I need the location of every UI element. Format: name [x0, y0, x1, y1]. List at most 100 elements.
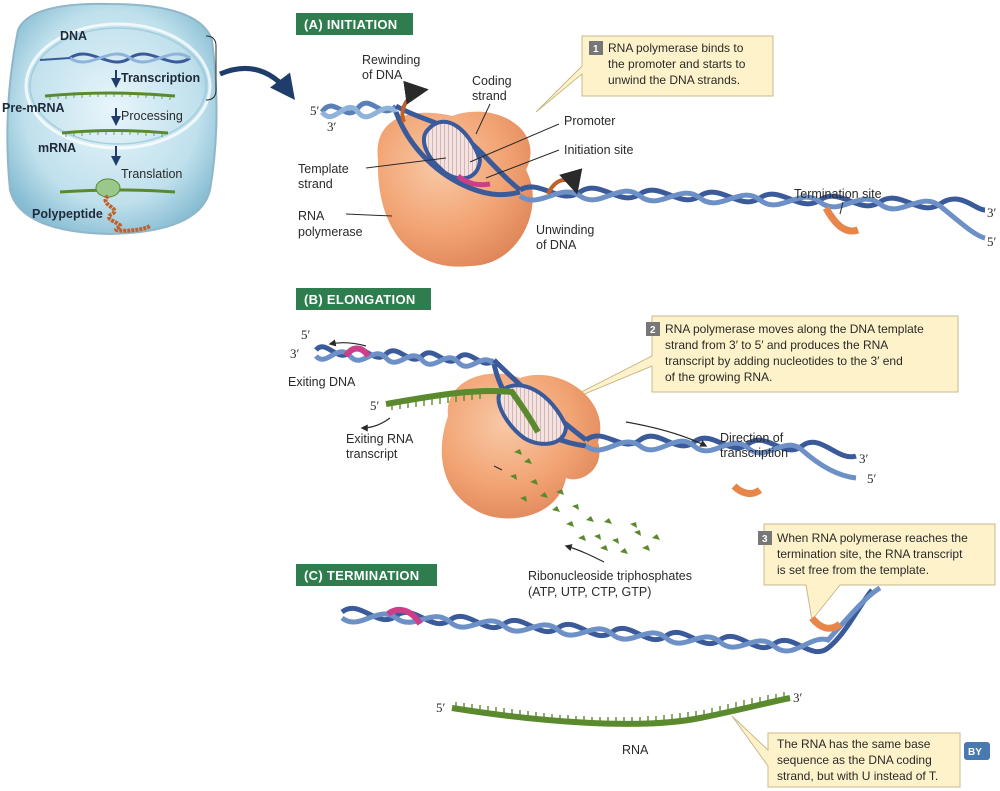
released-rna-bases: [455, 692, 785, 724]
ntp-label-1: Ribonucleoside triphosphates: [528, 569, 692, 583]
coding-strand-label-1: Coding: [472, 74, 512, 88]
initiation-5-prime-right: 5′: [987, 234, 997, 249]
ntp-leader: [493, 465, 503, 471]
exiting-rna-strand: [385, 387, 541, 434]
exiting-dna-label: Exiting DNA: [288, 375, 356, 389]
note-line-3: transcript by adding nucleotides to the …: [665, 354, 903, 368]
termination-dna-helix: [340, 585, 882, 655]
exiting-rna-label-2: transcript: [346, 447, 398, 461]
polypeptide-chain: [103, 194, 152, 233]
termination-promoter-region: [386, 606, 423, 626]
note-line-1: RNA polymerase moves along the DNA templ…: [665, 322, 924, 336]
section-termination: (C) TERMINATION 3 When RNA polymerase re…: [296, 523, 996, 788]
overview-rna-bases: [49, 93, 171, 137]
ntp-label-2: (ATP, UTP, CTP, GTP): [528, 585, 651, 599]
rna-polymerase-label-2: polymerase: [298, 225, 363, 239]
rewinding-label-2: of DNA: [362, 68, 403, 82]
rna-polymerase-label-1: RNA: [298, 209, 325, 223]
note-line-4: of the growing RNA.: [665, 370, 772, 384]
initiation-site-label: Initiation site: [564, 143, 634, 157]
rna-polymerase-blob: [441, 373, 601, 519]
released-rna-strand: [451, 695, 791, 727]
ribosome: [95, 178, 121, 198]
promoter-label: Promoter: [564, 114, 615, 128]
initiation-5-prime-left: 5′: [310, 103, 320, 118]
elongation-arrows: [328, 339, 708, 563]
transcription-bubble: [421, 119, 483, 181]
note-number: 2: [650, 325, 656, 336]
overview-dna: [39, 52, 191, 64]
direction-label-2: transcription: [720, 446, 788, 460]
template-strand-label-2: strand: [298, 177, 333, 191]
termination-site-region: [809, 615, 843, 632]
initiation-3-prime-right: 3′: [987, 205, 997, 220]
overview-panel: DNA Transcription Pre-mRNA Processing mR…: [2, 2, 218, 236]
rewinding-arrow: [400, 80, 429, 123]
initiation-note: 1 RNA polymerase binds to the promoter a…: [535, 35, 774, 113]
termination-note: 3 When RNA polymerase reaches the termin…: [758, 523, 996, 622]
rewinding-label-1: Rewinding: [362, 53, 420, 67]
rna-3-prime: 3′: [793, 690, 803, 705]
note-line-2: the promoter and starts to: [608, 57, 746, 71]
exiting-rna-label-1: Exiting RNA: [346, 432, 414, 446]
note-number: 1: [593, 44, 599, 55]
exiting-promoter-region: [343, 345, 371, 358]
initiation-header: [296, 13, 413, 35]
note-line-1: When RNA polymerase reaches the: [777, 531, 968, 545]
rna-5-prime: 5′: [436, 700, 446, 715]
elongation-5-prime-top: 5′: [301, 327, 311, 342]
section-initiation: (A) INITIATION 1 RNA polymerase binds to…: [296, 13, 997, 267]
termination-header-text: (C) TERMINATION: [304, 568, 419, 583]
note-line-1: RNA polymerase binds to: [608, 41, 744, 55]
final-note-line-2: sequence as the DNA coding: [777, 753, 932, 767]
elongation-termination-region: [731, 483, 763, 497]
unwinding-label-1: Unwinding: [536, 223, 594, 237]
elongation-header-text: (B) ELONGATION: [304, 292, 416, 307]
template-strand-label-1: Template: [298, 162, 349, 176]
initiation-leaders: [345, 103, 844, 217]
elongation-note: 2 RNA polymerase moves along the DNA tem…: [545, 315, 959, 411]
overview-mrna-label: mRNA: [38, 141, 76, 155]
direction-label-1: Direction of: [720, 431, 784, 445]
note-number: 3: [762, 534, 768, 545]
final-note: The RNA has the same base sequence as th…: [731, 715, 961, 788]
final-note-line-1: The RNA has the same base: [777, 737, 931, 751]
note-number-badge: [758, 531, 772, 545]
note-line-2: strand from 3′ to 5′ and produces the RN…: [665, 338, 888, 352]
nucleus-outline: [24, 22, 212, 150]
note-line-2: termination site, the RNA transcript: [777, 547, 963, 561]
termination-region: [822, 206, 860, 235]
initiation-header-text: (A) INITIATION: [304, 17, 398, 32]
overview-to-initiation-arrow: [219, 65, 296, 100]
note-number-badge: [646, 322, 660, 336]
overview-translation-label: Translation: [121, 167, 182, 181]
unwinding-label-2: of DNA: [536, 238, 577, 252]
overview-dna-label: DNA: [60, 29, 87, 43]
note-number-badge: [589, 41, 603, 55]
coding-strand-label-2: strand: [472, 89, 507, 103]
elongation-5-prime-rna: 5′: [370, 398, 380, 413]
elongation-header: [296, 288, 431, 310]
final-note-line-3: strand, but with U instead of T.: [777, 769, 938, 783]
exiting-rna-bases: [391, 393, 481, 410]
elongation-5-prime-right: 5′: [867, 471, 877, 486]
section-elongation: (B) ELONGATION 2 RNA polymerase moves al…: [288, 288, 959, 599]
elongation-3-prime-right: 3′: [859, 451, 869, 466]
badge-text: BY: [968, 747, 982, 758]
note-line-3: is set free from the template.: [777, 563, 929, 577]
promoter-region: [456, 173, 491, 188]
unwinding-arrow: [546, 168, 583, 195]
overview-bracket: [205, 35, 217, 101]
overview-pre-mrna-label: Pre-mRNA: [2, 101, 65, 115]
license-badge: BY: [964, 742, 990, 760]
overview-polypeptide-label: Polypeptide: [32, 207, 103, 221]
overview-processing-label: Processing: [121, 109, 183, 123]
termination-site-label: Termination site: [794, 187, 882, 201]
initiation-3-prime-left: 3′: [327, 119, 337, 134]
elongation-3-prime-top: 3′: [290, 346, 300, 361]
note-line-3: unwind the DNA strands.: [608, 73, 740, 87]
termination-header: [296, 564, 437, 586]
overview-transcription-label: Transcription: [121, 71, 200, 85]
rna-label: RNA: [622, 743, 649, 757]
